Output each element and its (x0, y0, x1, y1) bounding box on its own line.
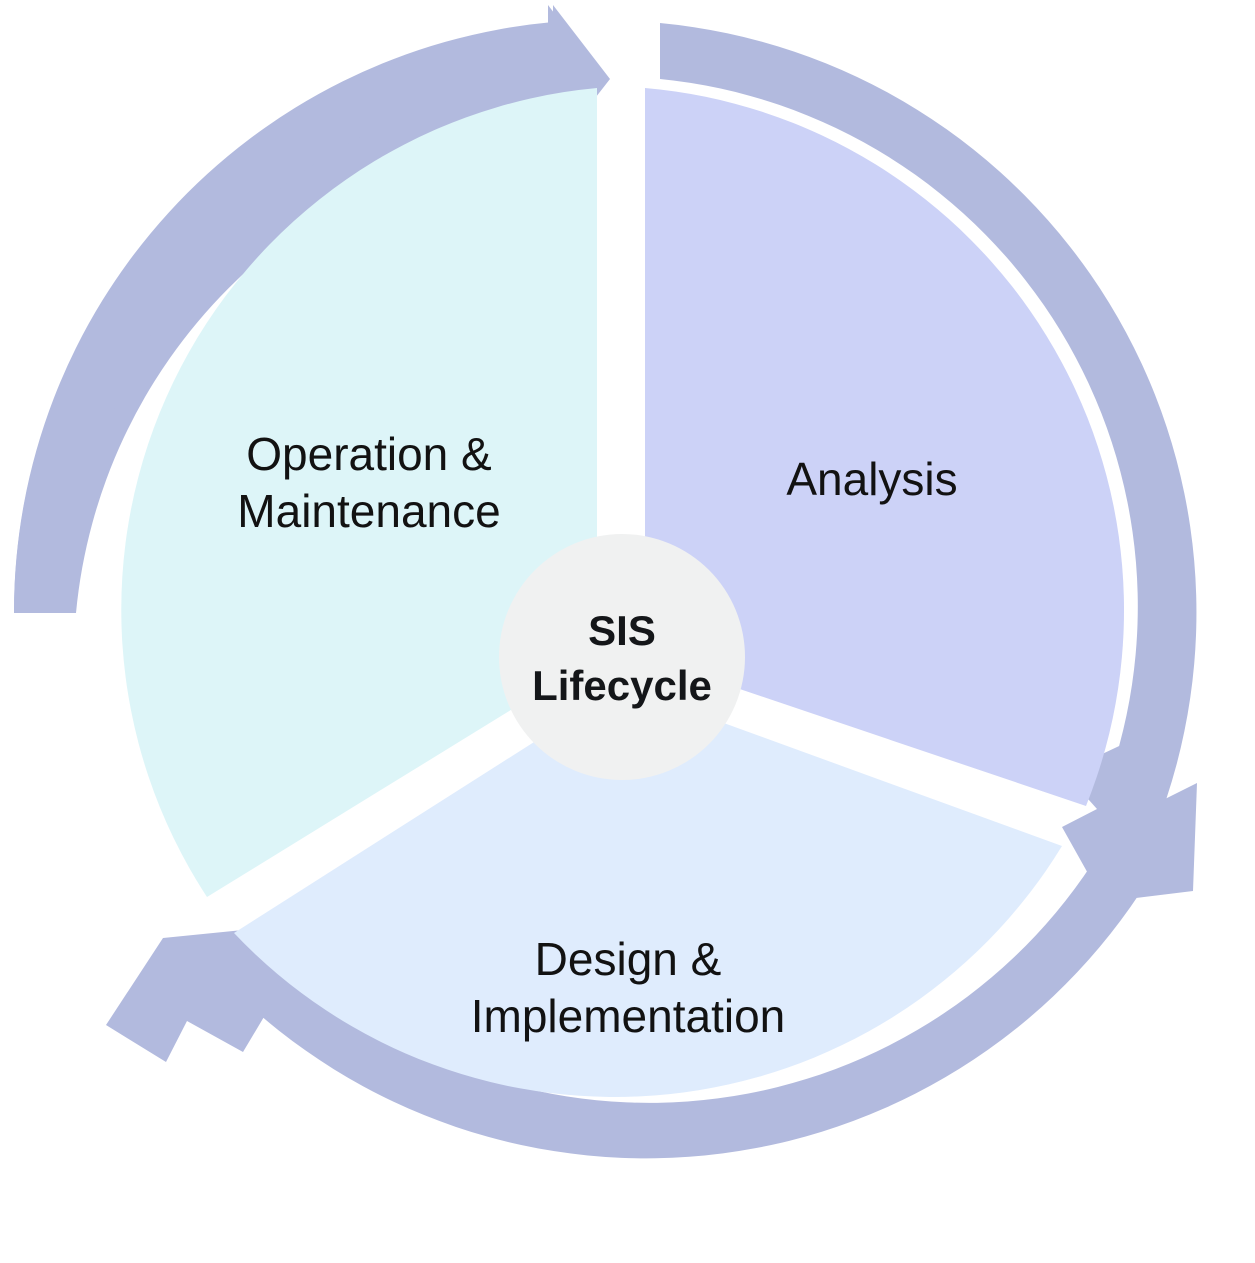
arrow-left-shaft (205, 864, 1140, 1159)
segment-operation-maintenance (121, 88, 598, 897)
segment-label-design-implementation-line2: Implementation (471, 990, 786, 1042)
segment-design-implementation (234, 686, 1062, 1097)
arrow-left-head (106, 929, 283, 1062)
center-label-line1: SIS (588, 607, 656, 654)
center-label-line2: Lifecycle (532, 662, 712, 709)
arrow-right-shaft (660, 23, 1197, 830)
segment-label-design-implementation-line1: Design & (535, 933, 722, 985)
segment-label-analysis: Analysis (786, 453, 957, 505)
ring-arrows-group (13, 5, 1197, 1159)
segment-analysis (645, 88, 1125, 806)
segment-label-operation-maintenance-line1: Operation & (246, 428, 491, 480)
segment-label-operation-maintenance-line2: Maintenance (237, 485, 500, 537)
center-hub-circle (499, 534, 745, 780)
segments-group (121, 88, 1125, 1097)
arrow-top-head (500, 5, 605, 153)
